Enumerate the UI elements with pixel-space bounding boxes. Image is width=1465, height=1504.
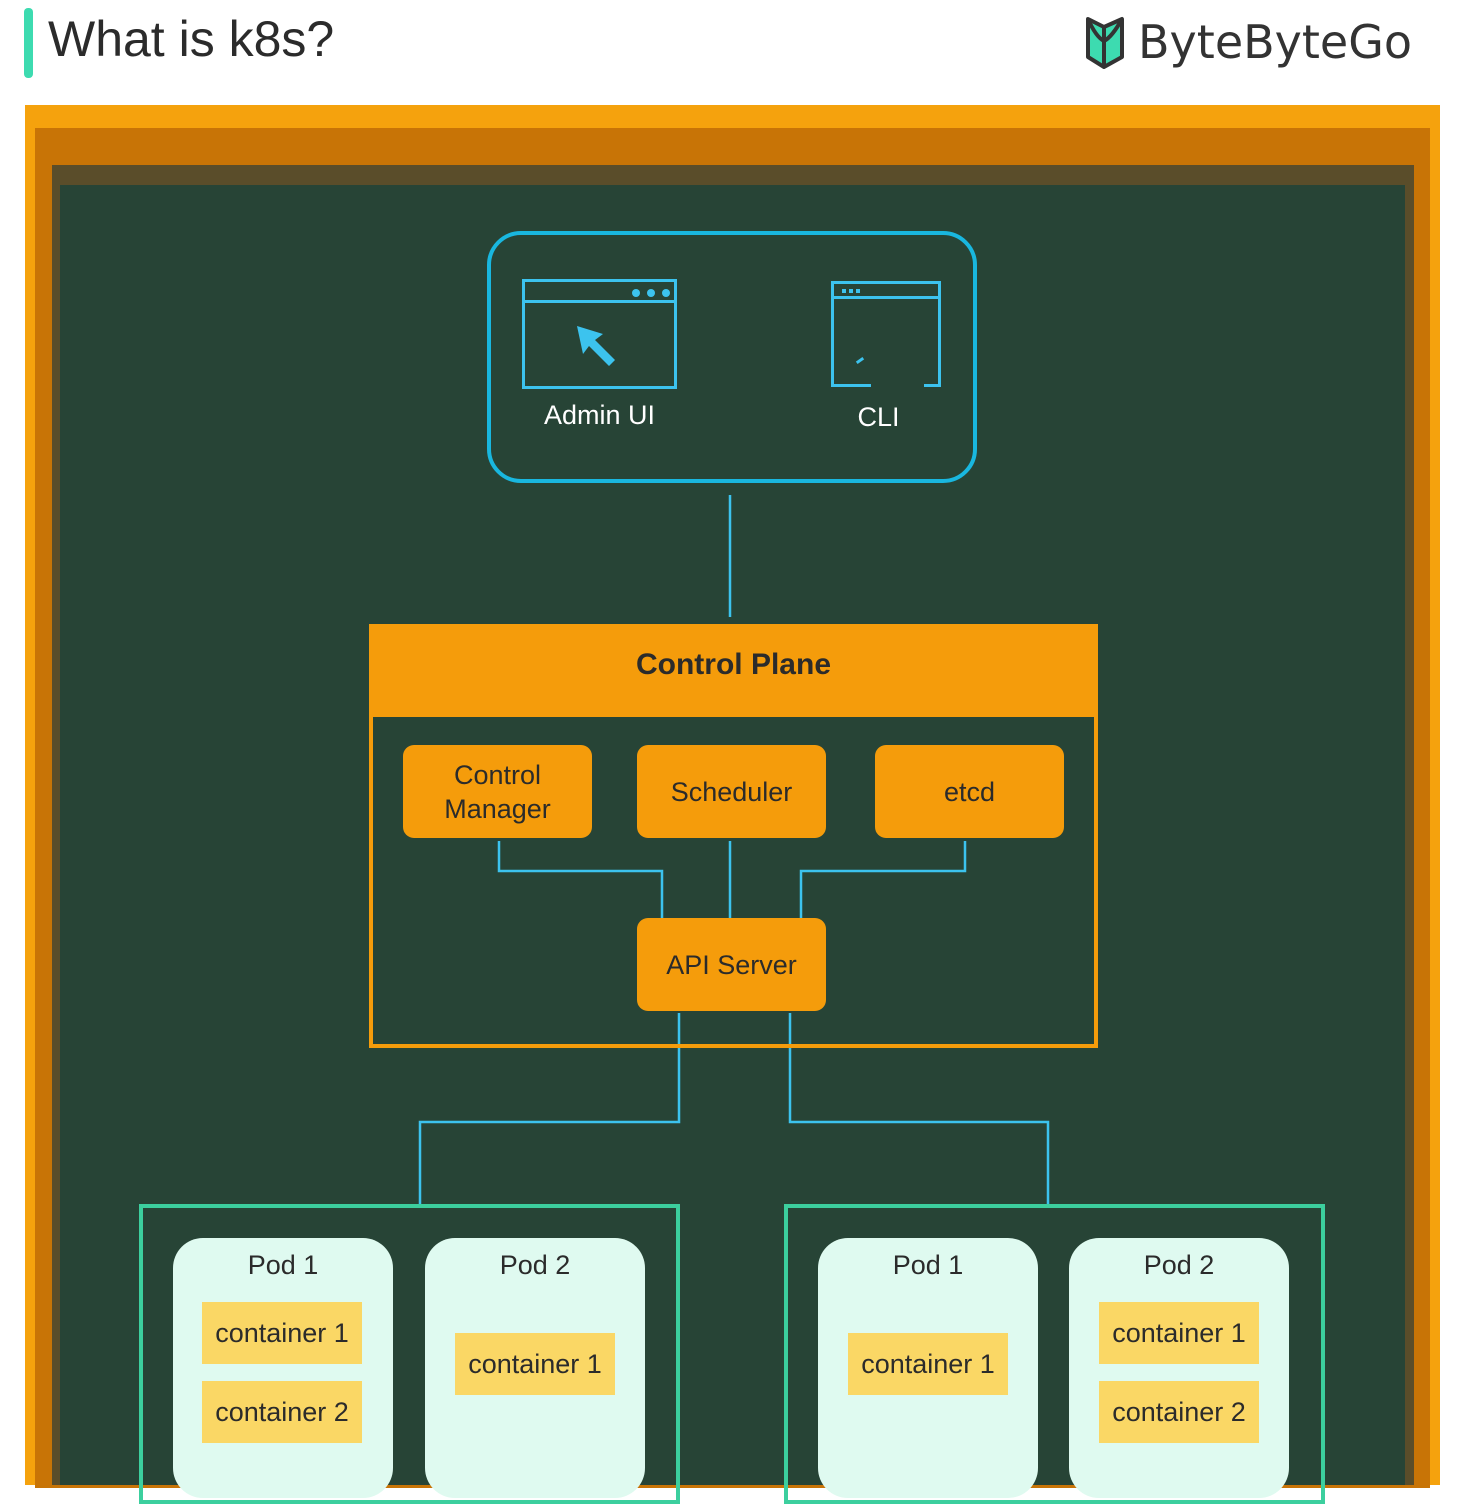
admin-ui-window-icon	[522, 279, 677, 389]
node1-pod2-container1: container 1	[455, 1333, 615, 1395]
node2-pod2-container1: container 1	[1099, 1302, 1259, 1364]
admin-ui-label: Admin UI	[543, 400, 656, 430]
manager-to-api-line	[497, 841, 664, 918]
control-manager-box: Control Manager	[403, 745, 592, 838]
node2-pod2-title: Pod 2	[1143, 1250, 1215, 1280]
control-plane-title: Control Plane	[635, 648, 831, 681]
cli-label: CLI	[857, 402, 900, 432]
bytebytego-logo-icon	[1086, 17, 1124, 69]
page-title: What is k8s?	[48, 11, 335, 67]
node2-pod2-container2: container 2	[1099, 1381, 1259, 1443]
connector-lines	[418, 495, 1050, 1205]
node2-pod1-container1: container 1	[848, 1333, 1008, 1395]
node2-pod2	[1069, 1238, 1289, 1498]
node2-pod1-title: Pod 1	[892, 1250, 964, 1280]
brand-name: ByteByteGo	[1138, 15, 1413, 69]
title-accent-bar	[24, 8, 33, 78]
api-to-node1-line	[418, 1013, 681, 1205]
control-plane-header	[369, 624, 1098, 717]
clients-box	[487, 231, 977, 483]
etcd-to-api-line	[799, 841, 967, 918]
node1-pod1	[173, 1238, 393, 1498]
node1-pod1-title: Pod 1	[247, 1250, 319, 1280]
cursor-arrow-icon	[577, 326, 615, 366]
node1-pod2-title: Pod 2	[499, 1250, 571, 1280]
node1-pod1-container1: container 1	[202, 1302, 362, 1364]
scheduler-box: Scheduler	[637, 745, 826, 838]
brand: ByteByteGo	[1082, 10, 1412, 74]
cli-window-icon	[831, 281, 941, 387]
node1-pod1-container2: container 2	[202, 1381, 362, 1443]
api-to-node2-line	[788, 1013, 1050, 1205]
etcd-box: etcd	[875, 745, 1064, 838]
api-server-box: API Server	[637, 918, 826, 1011]
